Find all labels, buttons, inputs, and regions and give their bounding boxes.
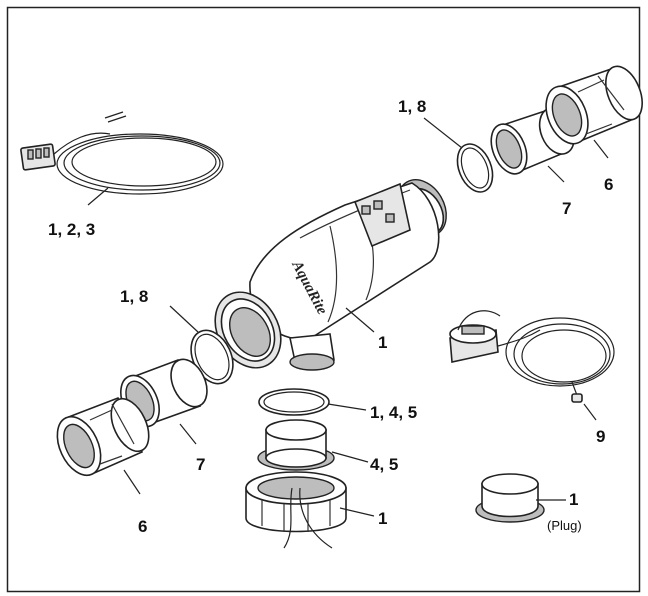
plug-part xyxy=(475,473,566,523)
label-cable: 1, 2, 3 xyxy=(48,220,95,239)
label-plug-number: 1 xyxy=(569,490,578,509)
oring-bottom-part xyxy=(258,388,367,416)
label-cell-body: 1 xyxy=(378,333,387,352)
power-cable-part xyxy=(20,111,224,206)
label-union-nut-left: 6 xyxy=(138,517,147,536)
label-union-tail-left: 7 xyxy=(196,455,205,474)
label-flow-sensor: 9 xyxy=(596,427,605,446)
sensor-body-part xyxy=(257,419,369,471)
flow-sensor-part xyxy=(449,310,615,421)
union-nut-right-part xyxy=(545,65,643,159)
label-oring-bottom: 1, 4, 5 xyxy=(370,403,417,422)
cell-body-part: AquaRite xyxy=(214,179,447,371)
label-oring-left: 1, 8 xyxy=(120,287,148,306)
label-union-nut-right: 6 xyxy=(604,175,613,194)
label-plug-text: (Plug) xyxy=(547,518,582,533)
union-nut-left-part xyxy=(56,396,150,495)
oring-top-part xyxy=(423,117,494,193)
label-oring-top: 1, 8 xyxy=(398,97,426,116)
label-union-tail-right: 7 xyxy=(562,199,571,218)
label-sensor-nut: 1 xyxy=(378,509,387,528)
label-sensor-body: 4, 5 xyxy=(370,455,398,474)
sensor-nut-part xyxy=(245,471,375,549)
oring-left-part xyxy=(169,305,234,385)
